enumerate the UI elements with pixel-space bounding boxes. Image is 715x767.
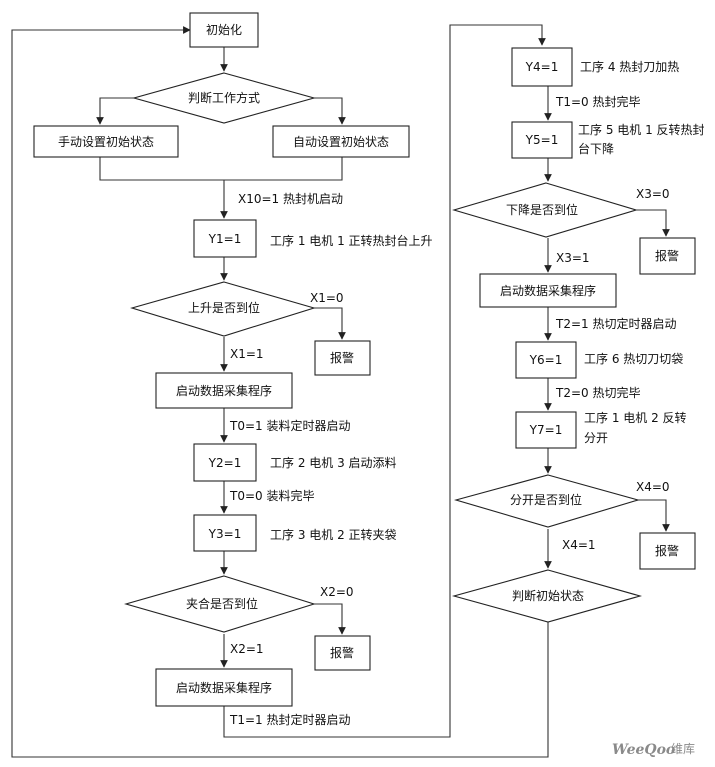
node-y6-label: Y6=1 — [529, 353, 563, 367]
node-collect3-label: 启动数据采集程序 — [500, 283, 596, 298]
node-y3: Y3=1 — [193, 514, 257, 552]
node-manual-init: 手动设置初始状态 — [33, 125, 179, 158]
label-step7-line2: 分开 — [584, 431, 608, 445]
label-x2-0: X2=0 — [320, 585, 354, 599]
node-y7: Y7=1 — [515, 411, 577, 449]
node-clamp-check-label: 夹合是否到位 — [186, 596, 258, 611]
node-alarm3-label: 报警 — [655, 248, 679, 263]
node-alarm4: 报警 — [639, 532, 696, 570]
node-auto-init: 自动设置初始状态 — [272, 125, 410, 158]
node-descend-check: 下降是否到位 — [452, 182, 638, 238]
edge-labels: X10=1 热封机启动 工序 1 电机 1 正转热封台上升 X1=0 X1=1 … — [229, 59, 705, 727]
node-collect3: 启动数据采集程序 — [479, 273, 617, 308]
node-y4-label: Y4=1 — [525, 60, 559, 74]
node-judge-mode: 判断工作方式 — [131, 72, 317, 124]
node-y1: Y1=1 — [193, 219, 257, 258]
node-collect1-label: 启动数据采集程序 — [176, 383, 272, 398]
arrow-open-alarm4 — [638, 499, 670, 532]
label-x10: X10=1 热封机启动 — [238, 192, 343, 206]
node-y4: Y4=1 — [511, 47, 573, 87]
node-auto-init-label: 自动设置初始状态 — [293, 135, 389, 149]
label-x3-0: X3=0 — [636, 187, 670, 201]
node-judge-mode-label: 判断工作方式 — [188, 90, 260, 105]
node-collect1: 启动数据采集程序 — [155, 372, 293, 409]
arrow-clamp-alarm2 — [314, 603, 346, 635]
label-t1-1: T1=1 热封定时器启动 — [229, 712, 350, 727]
node-alarm4-label: 报警 — [655, 543, 679, 558]
node-y5: Y5=1 — [511, 121, 573, 159]
node-judge-init: 判断初始状态 — [451, 569, 643, 623]
label-t2-0: T2=0 热切完毕 — [555, 385, 640, 400]
label-step4: 工序 4 热封刀加热 — [580, 59, 679, 74]
label-step7-line1: 工序 1 电机 2 反转 — [584, 410, 687, 425]
node-open-check-label: 分开是否到位 — [510, 492, 582, 507]
node-y6: Y6=1 — [515, 341, 577, 379]
label-x3-1: X3=1 — [556, 251, 590, 265]
label-step3: 工序 3 电机 2 正转夹袋 — [270, 527, 397, 542]
node-collect2: 启动数据采集程序 — [155, 668, 293, 707]
label-step1: 工序 1 电机 1 正转热封台上升 — [270, 233, 433, 248]
label-x4-0: X4=0 — [636, 480, 670, 494]
node-rise-check-label: 上升是否到位 — [188, 300, 260, 315]
node-collect2-label: 启动数据采集程序 — [176, 680, 272, 695]
watermark-site: 维库 — [671, 741, 695, 756]
node-descend-check-label: 下降是否到位 — [506, 202, 578, 217]
label-t0-0: T0=0 装料完毕 — [229, 488, 314, 503]
arrow-collect2-y4 — [223, 24, 546, 738]
merge-line — [99, 157, 343, 181]
node-alarm2: 报警 — [314, 635, 371, 671]
node-rise-check: 上升是否到位 — [130, 281, 316, 337]
label-x1-0: X1=0 — [310, 291, 344, 305]
node-y5-label: Y5=1 — [525, 133, 559, 147]
connectors — [11, 24, 670, 758]
node-alarm1-label: 报警 — [330, 350, 354, 365]
node-alarm2-label: 报警 — [330, 645, 354, 660]
node-open-check: 分开是否到位 — [453, 474, 640, 528]
watermark-brand: WeeQoo — [612, 742, 675, 758]
label-x2-1: X2=1 — [230, 642, 264, 656]
node-init-label: 初始化 — [206, 23, 242, 37]
label-step5-line1: 工序 5 电机 1 反转热封 — [578, 122, 705, 137]
node-y2-label: Y2=1 — [208, 456, 242, 470]
arrow-judge-manual — [96, 97, 134, 125]
watermark: WeeQoo 维库 — [612, 741, 695, 758]
label-x1-1: X1=1 — [230, 347, 264, 361]
node-y1-label: Y1=1 — [208, 232, 242, 246]
label-step2: 工序 2 电机 3 启动添料 — [270, 455, 397, 470]
label-step6: 工序 6 热切刀切袋 — [584, 351, 683, 366]
node-alarm1: 报警 — [314, 340, 371, 376]
label-x4-1: X4=1 — [562, 538, 596, 552]
node-manual-init-label: 手动设置初始状态 — [58, 135, 154, 149]
label-step5-line2: 台下降 — [578, 141, 614, 156]
node-alarm3: 报警 — [639, 237, 696, 275]
node-init: 初始化 — [189, 12, 259, 48]
node-y7-label: Y7=1 — [529, 423, 563, 437]
arrow-rise-alarm1 — [314, 307, 346, 340]
node-y2: Y2=1 — [193, 443, 257, 482]
node-judge-init-label: 判断初始状态 — [512, 588, 584, 603]
node-y3-label: Y3=1 — [208, 527, 242, 541]
label-t1-0: T1=0 热封完毕 — [555, 94, 640, 109]
arrow-judge-auto — [314, 97, 346, 125]
arrow-descend-alarm3 — [636, 209, 670, 237]
loop-back-arrow — [11, 26, 549, 758]
label-t0-1: T0=1 装料定时器启动 — [229, 418, 350, 433]
node-clamp-check: 夹合是否到位 — [123, 575, 316, 633]
label-t2-1: T2=1 热切定时器启动 — [555, 316, 676, 331]
